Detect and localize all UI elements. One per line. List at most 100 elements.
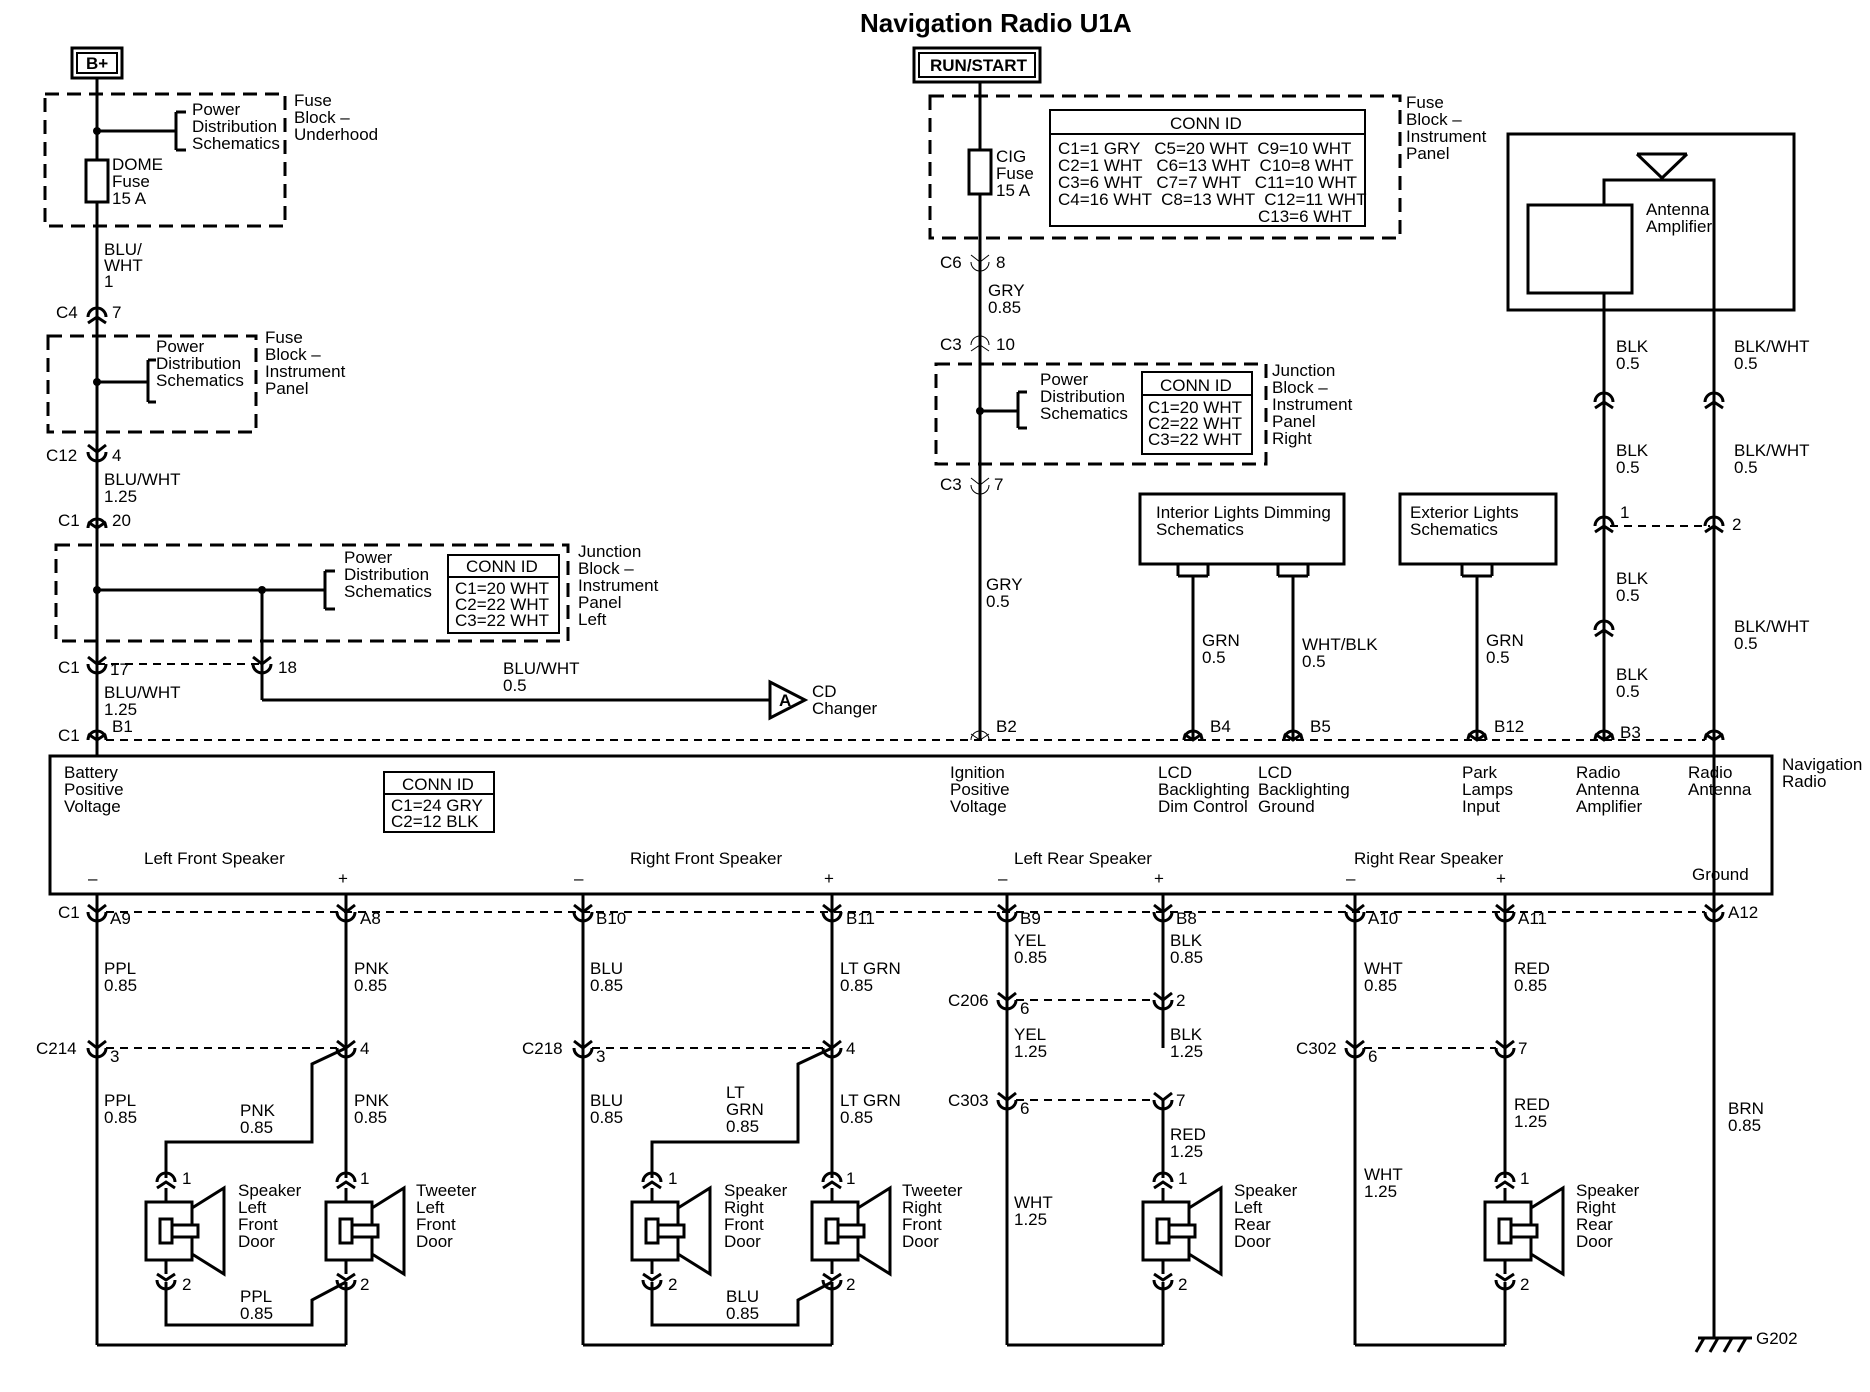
splice-dot [258, 586, 266, 594]
svg-text:C2=22 WHT: C2=22 WHT [455, 595, 549, 614]
svg-text:Block –: Block – [265, 345, 321, 364]
svg-text:Panel: Panel [1272, 412, 1315, 431]
svg-text:LCD: LCD [1258, 763, 1292, 782]
splice-dot [976, 407, 984, 415]
speaker-pin-1: 1 [182, 1169, 191, 1188]
pds-jb-right-label: Power Distribution Schematics [1040, 370, 1128, 423]
svg-text:Speaker: Speaker [238, 1181, 302, 1200]
connector-c3b: C3 [940, 475, 962, 494]
svg-text:BLU/WHT: BLU/WHT [104, 470, 181, 489]
svg-text:BLU/WHT: BLU/WHT [104, 683, 181, 702]
radio-pin-b11: B11 [846, 909, 875, 928]
svg-text:CD: CD [812, 682, 837, 701]
radio-label-park-lamps: Park Lamps Input [1462, 763, 1513, 816]
svg-text:Left: Left [416, 1198, 445, 1217]
radio-pin-b3: B3 [1620, 723, 1641, 742]
wire-label-bluwht-1: BLU/ WHT 1 [104, 240, 143, 291]
wire-label-bluwht-125a: BLU/WHT 1.25 [104, 470, 181, 506]
svg-text:GRN: GRN [726, 1100, 764, 1119]
svg-text:Door: Door [416, 1232, 453, 1251]
svg-text:Door: Door [902, 1232, 939, 1251]
radio-pin-b1: B1 [112, 717, 133, 736]
connector-c218-pin4: 4 [846, 1039, 855, 1058]
wire-label-bluwht-05: BLU/WHT 0.5 [503, 659, 580, 695]
svg-text:Fuse: Fuse [265, 328, 303, 347]
svg-text:0.85: 0.85 [1728, 1116, 1761, 1135]
polarity-minus: – [88, 869, 98, 888]
connector-c206: C206 [948, 991, 989, 1010]
svg-text:Underhood: Underhood [294, 125, 378, 144]
svg-text:0.85: 0.85 [840, 1108, 873, 1127]
radio-pin-b2: B2 [996, 717, 1017, 736]
connector-c218: C218 [522, 1039, 563, 1058]
speaker-pin-1: 1 [668, 1169, 677, 1188]
svg-text:PNK: PNK [354, 959, 390, 978]
svg-text:BLU/: BLU/ [104, 240, 142, 259]
svg-text:Schematics: Schematics [1040, 404, 1128, 423]
connector-c1b: C1 [58, 658, 80, 677]
svg-text:Door: Door [238, 1232, 275, 1251]
radio-pin-a12: A12 [1728, 903, 1758, 922]
antenna-pin-1: 1 [1620, 503, 1629, 522]
svg-text:BRN: BRN [1728, 1099, 1764, 1118]
speaker-group-lf: Left Front Speaker [144, 849, 285, 868]
speaker-group-rr: Right Rear Speaker [1354, 849, 1504, 868]
svg-text:1.25: 1.25 [104, 487, 137, 506]
polarity-plus: + [338, 869, 348, 888]
radio-label-ignition: Ignition Positive Voltage [950, 763, 1010, 816]
fuse-block-ip-conn-id: CONN ID C1=1 GRY C5=20 WHT C9=10 WHT C2=… [1049, 109, 1366, 227]
svg-text:0.5: 0.5 [986, 592, 1010, 611]
cd-changer-letter: A [779, 691, 791, 710]
svg-text:0.85: 0.85 [104, 976, 137, 995]
svg-text:Voltage: Voltage [950, 797, 1007, 816]
connector-c3b-pin: 7 [994, 475, 1003, 494]
wire-label-grn-05a: GRN 0.5 [1202, 631, 1240, 667]
diagram-title: Navigation Radio U1A [860, 8, 1132, 38]
ground-g202: G202 [1756, 1329, 1798, 1348]
run-start-tag-inner [918, 52, 1036, 78]
svg-text:BLK: BLK [1616, 569, 1649, 588]
wire-label-grn-05b: GRN 0.5 [1486, 631, 1524, 667]
svg-text:Ignition: Ignition [950, 763, 1005, 782]
pds-ip-upper-left-label: Power Distribution Schematics [156, 337, 244, 390]
svg-text:RED: RED [1514, 1095, 1550, 1114]
svg-text:LT GRN: LT GRN [840, 1091, 901, 1110]
svg-text:0.5: 0.5 [1734, 354, 1758, 373]
svg-text:RED: RED [1170, 1125, 1206, 1144]
svg-text:Park: Park [1462, 763, 1497, 782]
jb-left-name: Junction Block – Instrument Panel Left [578, 542, 659, 629]
connector-c3a-pin: 10 [996, 335, 1015, 354]
svg-text:DOME: DOME [112, 155, 163, 174]
speaker-pin-2: 2 [1520, 1275, 1529, 1294]
svg-text:0.85: 0.85 [104, 1108, 137, 1127]
connector-c303-pin6: 6 [1020, 1099, 1029, 1118]
jb-right-name: Junction Block – Instrument Panel Right [1272, 361, 1353, 448]
svg-text:C3=6 WHT C7=7 WHT C11=10 W: C3=6 WHT C7=7 WHT C11=10 WHT [1058, 173, 1357, 192]
svg-text:0.85: 0.85 [1514, 976, 1547, 995]
radio-pin-a8: A8 [360, 909, 381, 928]
svg-text:Schematics: Schematics [1156, 520, 1244, 539]
svg-text:BLK/WHT: BLK/WHT [1734, 337, 1810, 356]
wire-label-bluwht-125b: BLU/WHT 1.25 [104, 683, 181, 719]
speaker-pin-1: 1 [846, 1169, 855, 1188]
radio-pin-b10: B10 [596, 909, 626, 928]
antenna-section [1506, 132, 1796, 1338]
svg-text:Fuse: Fuse [996, 164, 1034, 183]
radio-pin-b9: B9 [1020, 909, 1041, 928]
svg-text:0.5: 0.5 [1734, 458, 1758, 477]
svg-text:Power: Power [1040, 370, 1089, 389]
svg-text:Power: Power [156, 337, 205, 356]
connector-c1c: C1 [58, 726, 80, 745]
connector-c302-pin7: 7 [1518, 1039, 1527, 1058]
svg-text:0.5: 0.5 [1616, 682, 1640, 701]
pds-underhood-label: Power Distribution Schematics [192, 100, 280, 153]
